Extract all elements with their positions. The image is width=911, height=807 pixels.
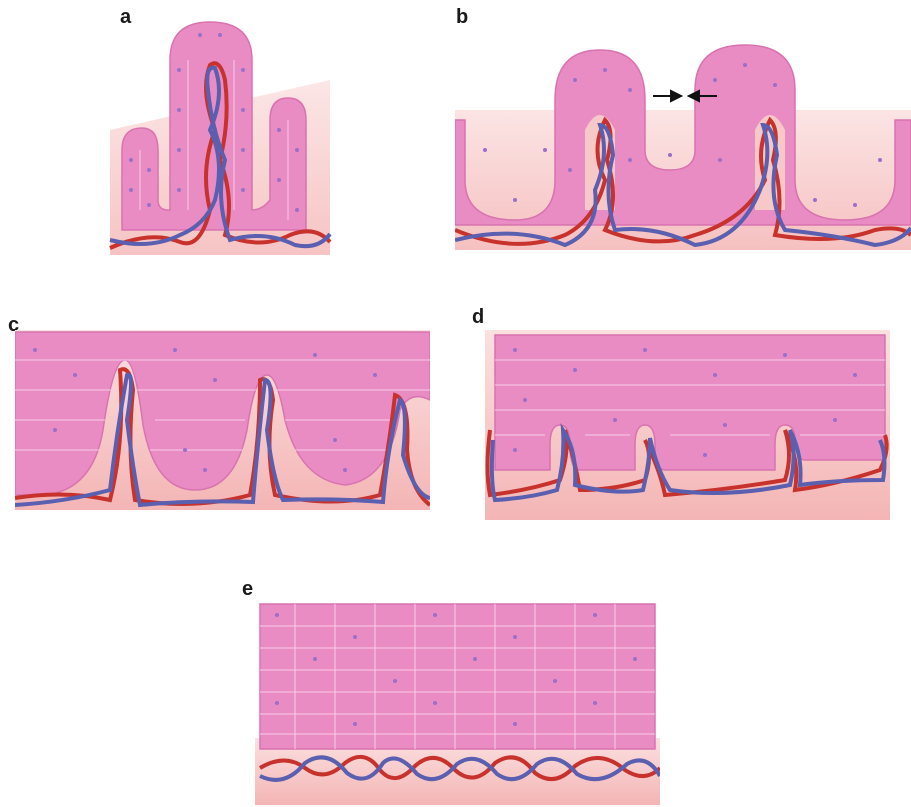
panel-label-e: e [242,578,253,601]
epithelial-sheet [15,332,430,495]
panel-label-b: b [456,6,468,29]
panel-a-illustration [100,10,340,260]
panel-label-d: d [472,306,484,329]
panel-c-illustration [15,330,430,515]
panel-d-illustration [485,330,890,525]
panel-b-illustration [455,30,911,260]
panel-e-illustration [255,598,660,805]
